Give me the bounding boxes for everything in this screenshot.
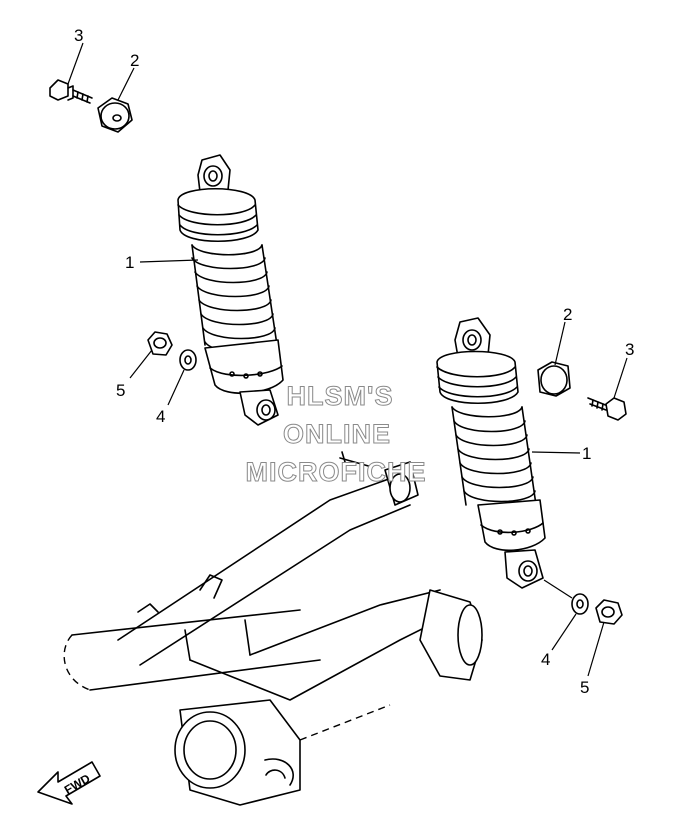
callout-3-right: 3 <box>625 340 634 359</box>
watermark-line-2: ONLINE <box>283 419 391 449</box>
shock-absorber-right <box>436 317 546 589</box>
washer-left <box>179 349 197 371</box>
shock-spring-left <box>191 244 278 354</box>
callout-1-right: 1 <box>582 444 591 463</box>
callout-4-left: 4 <box>156 407 165 426</box>
watermark-line-3: MICROFICHE <box>246 457 427 487</box>
washer-right <box>571 593 589 615</box>
shock-absorber-left <box>177 154 284 426</box>
nut-right <box>595 599 623 625</box>
callout-1-left: 1 <box>125 253 134 272</box>
collar-right <box>537 361 571 397</box>
callout-2-left: 2 <box>130 51 139 70</box>
callout-2-right: 2 <box>563 305 572 324</box>
watermark-line-1: HLSM'S <box>287 381 394 411</box>
leader-lines <box>67 42 628 677</box>
callout-4-right: 4 <box>541 650 550 669</box>
nut-left <box>147 331 173 356</box>
callout-5-left: 5 <box>116 381 125 400</box>
shock-spring-right <box>451 406 537 506</box>
swing-arm <box>63 451 483 806</box>
bolt-right <box>587 397 627 421</box>
watermark: HLSM'S ONLINE MICROFICHE <box>245 381 427 488</box>
callout-3-left: 3 <box>74 26 83 45</box>
forward-arrow-icon: FWD <box>37 761 101 805</box>
collar-top-left <box>97 97 133 133</box>
bolt-top-left <box>49 79 93 104</box>
callout-5-right: 5 <box>580 678 589 697</box>
